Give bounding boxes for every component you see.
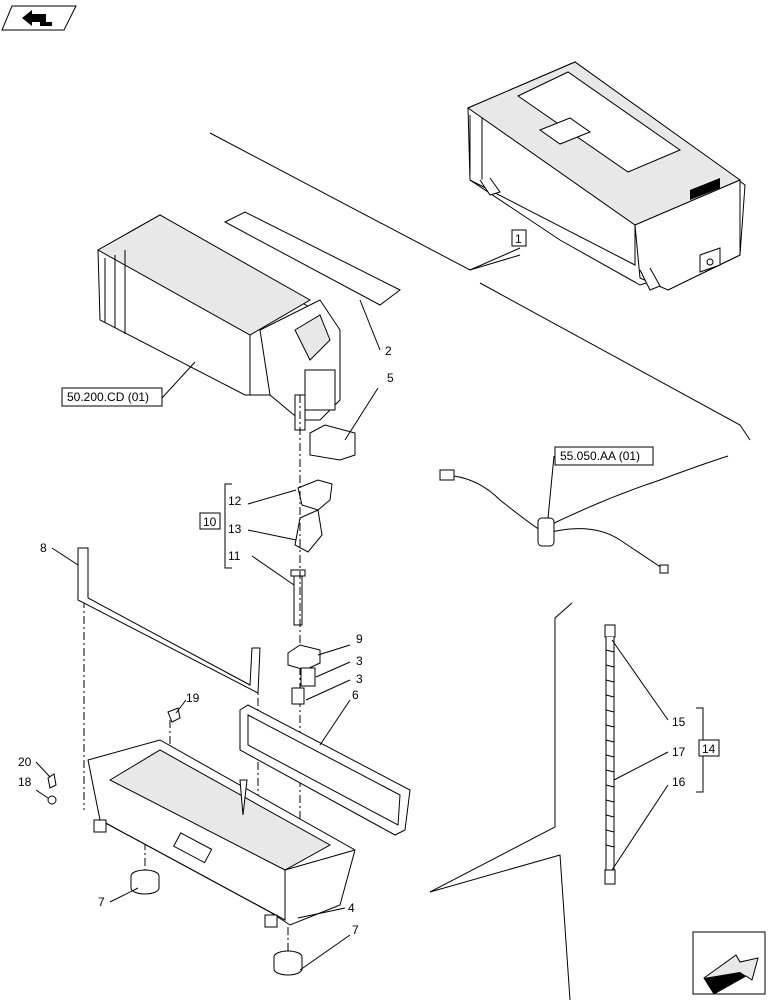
callout-11: 11: [228, 549, 241, 563]
callout-16: 16: [672, 775, 686, 789]
valve-block: [309, 424, 356, 461]
callout-4: 4: [348, 901, 355, 915]
reference-harness[interactable]: 55.050.AA (01): [560, 449, 640, 463]
next-arrow-icon[interactable]: [692, 931, 766, 995]
rubber-mount: [130, 869, 160, 895]
callout-7: 7: [352, 923, 359, 937]
callout-8: 8: [40, 541, 47, 555]
assembled-hvac-unit: [466, 61, 746, 291]
callout-13: 13: [228, 522, 242, 536]
callout-1: 1: [515, 232, 522, 246]
callout-20: 20: [18, 755, 32, 769]
callout-12: 12: [228, 494, 242, 508]
reference-evaporator[interactable]: 50.200.CD (01): [67, 390, 149, 404]
drain-hose: [604, 624, 616, 885]
group-bracket: [224, 483, 232, 569]
callout-14: 14: [702, 742, 716, 756]
foam-seal: [223, 211, 401, 306]
callout-3: 3: [356, 672, 363, 686]
expansion-valve: [290, 479, 333, 626]
rubber-mount: [273, 950, 303, 976]
callout-5: 5: [387, 371, 394, 385]
callout-15: 15: [672, 715, 686, 729]
wiring-harness: [439, 455, 729, 574]
leader-line: [479, 282, 751, 441]
callout-10: 10: [203, 515, 217, 529]
back-arrow-icon[interactable]: [1, 5, 77, 31]
lower-housing: [87, 739, 356, 928]
o-ring: [291, 687, 305, 705]
reference-box-harness[interactable]: [554, 446, 654, 466]
washer: [47, 795, 57, 805]
callout-6: 6: [352, 688, 359, 702]
callout-18: 18: [18, 775, 32, 789]
callout-9: 9: [356, 632, 363, 646]
evaporator-core: [96, 214, 341, 431]
callout-7: 7: [98, 895, 105, 909]
valve-block-lower: [287, 644, 321, 671]
gasket-u: [77, 547, 261, 694]
o-ring: [300, 667, 316, 687]
callout-3: 3: [356, 654, 363, 668]
callout-17: 17: [672, 745, 686, 759]
callout-box-14: [698, 739, 720, 757]
callout-19: 19: [186, 691, 200, 705]
callout-box-10: [199, 512, 221, 530]
callout-2: 2: [385, 344, 392, 358]
reference-box-evaporator[interactable]: [61, 387, 163, 407]
callout-box-1: [511, 229, 527, 247]
screw: [47, 773, 57, 789]
